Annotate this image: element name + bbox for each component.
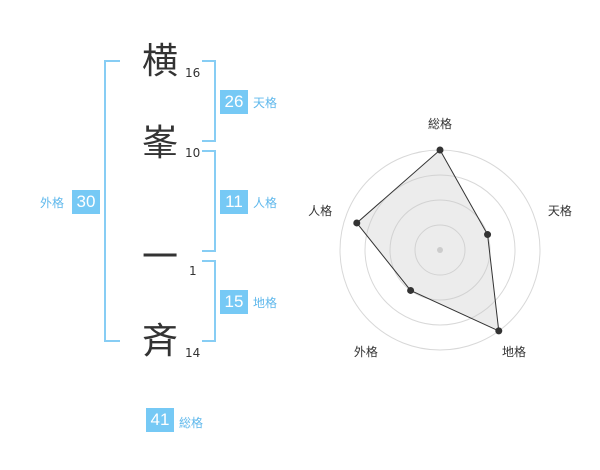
- radar-point-3: [495, 327, 503, 335]
- radar-grid-ring: [364, 174, 516, 326]
- chikaku-label: 地格: [253, 296, 278, 310]
- radar-point-1: [436, 146, 444, 154]
- tenkaku-value: 26: [220, 90, 248, 114]
- radar-axis-label-4: 外格: [354, 344, 378, 359]
- radar-axis-label-2: 天格: [548, 203, 572, 218]
- radar-area: [356, 149, 500, 332]
- name-char-3: 一: [141, 237, 178, 278]
- jinkaku-bracket: [202, 150, 216, 252]
- name-char-1: 横: [141, 41, 178, 82]
- radar-point-4: [407, 286, 415, 294]
- radar-point-5: [353, 219, 361, 227]
- stroke-count-4: 14: [185, 346, 201, 360]
- gaikaku-value: 30: [72, 190, 100, 214]
- radar-axis-label-3: 地格: [502, 344, 526, 359]
- jinkaku-value: 11: [220, 190, 248, 214]
- tenkaku-bracket: [202, 60, 216, 142]
- chikaku-bracket: [202, 260, 216, 342]
- name-char-2: 峯: [141, 123, 178, 164]
- gaikaku-bracket: [104, 60, 120, 342]
- soukaku-label: 総格: [179, 416, 204, 430]
- radar-axis-label-1: 総格: [428, 116, 452, 131]
- gaikaku-label: 外格: [40, 196, 65, 210]
- jinkaku-label: 人格: [253, 196, 278, 210]
- radar-axis-label-5: 人格: [308, 203, 332, 218]
- name-char-4: 斉: [141, 321, 178, 362]
- radar-point-2: [484, 231, 492, 239]
- radar-grid-ring: [389, 199, 491, 301]
- stroke-count-3: 1: [189, 264, 197, 278]
- stroke-count-2: 10: [185, 146, 201, 160]
- stroke-count-1: 16: [185, 66, 201, 80]
- radar-grid-ring: [414, 224, 466, 276]
- tenkaku-label: 天格: [253, 96, 278, 110]
- radar-center: [437, 247, 443, 253]
- chikaku-value: 15: [220, 290, 248, 314]
- soukaku-value: 41: [146, 408, 174, 432]
